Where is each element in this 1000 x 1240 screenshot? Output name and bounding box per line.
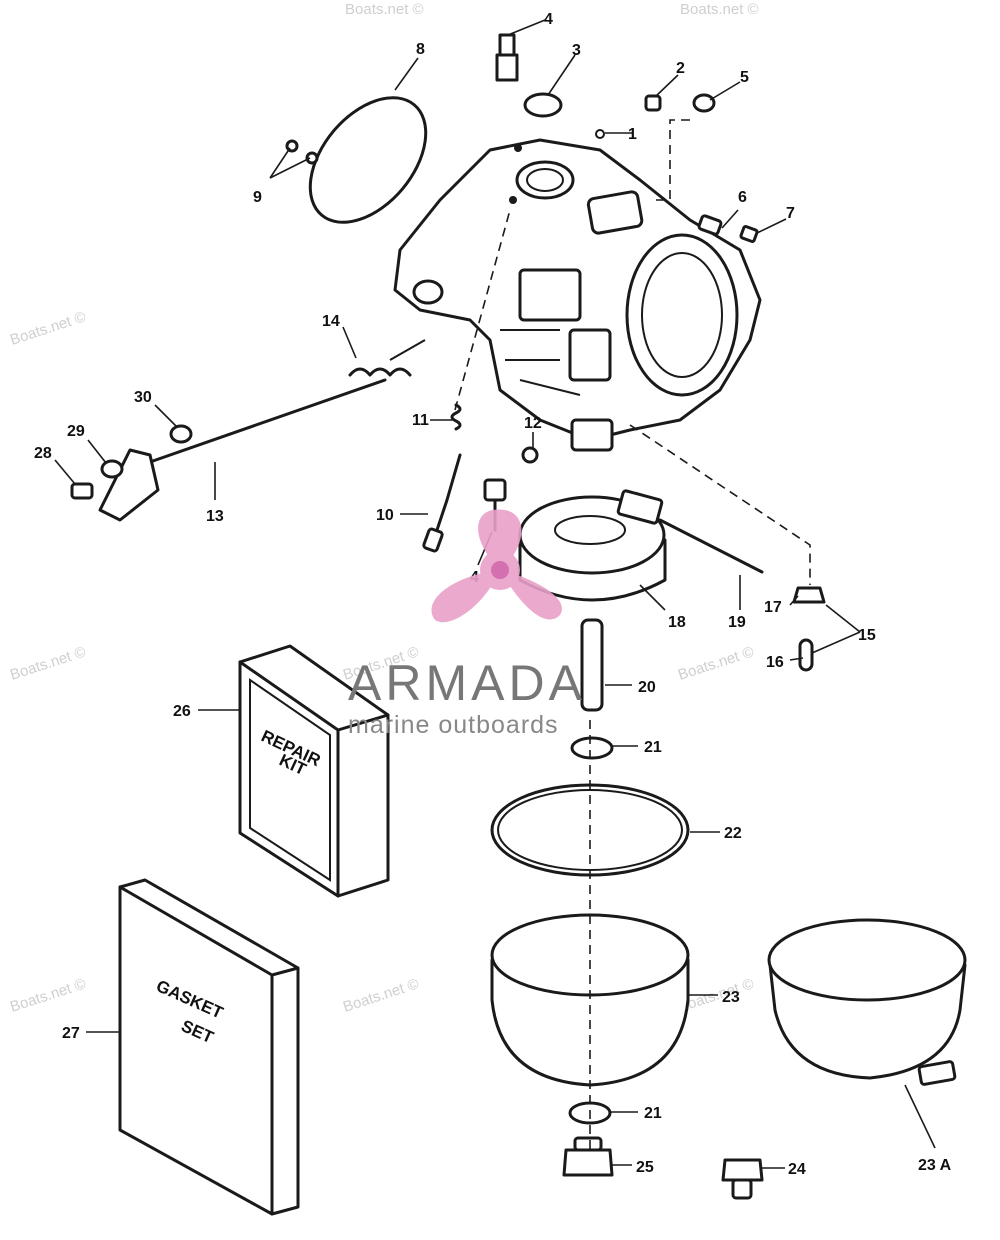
- part-18-float: [518, 489, 667, 602]
- callout-10: 10: [376, 507, 394, 524]
- part-21-washer: [570, 736, 614, 760]
- propeller-icon: [431, 509, 562, 623]
- callout-6: 6: [738, 189, 747, 206]
- part-8-cover-plate: [308, 96, 428, 224]
- callout-15: 15: [858, 627, 876, 644]
- callout-23: 23: [722, 989, 740, 1006]
- part-7-plug: [739, 225, 759, 243]
- callout-27: 27: [62, 1025, 80, 1042]
- carburetor-body: [393, 138, 762, 452]
- part-19-pin: [658, 518, 764, 574]
- callout-4: 4: [544, 11, 553, 28]
- part-12-screw: [521, 446, 539, 464]
- callout-24: 24: [788, 1161, 806, 1178]
- part-6-jet: [697, 214, 723, 236]
- callout-23a: 23 A: [918, 1157, 952, 1174]
- part-26-repair-kit: REPAIR KIT: [238, 644, 390, 898]
- part-30-nut: [169, 424, 193, 444]
- callout-2: 2: [676, 60, 685, 77]
- part-13-throttle-shaft: [98, 378, 387, 522]
- callout-3: 3: [572, 42, 581, 59]
- part-14-spring: [348, 339, 426, 377]
- callout-19: 19: [728, 614, 746, 631]
- part-29-nut: [100, 459, 124, 479]
- armada-logo: ARMADA marine outboards: [348, 509, 586, 739]
- watermark: Boats.net ©: [676, 643, 756, 683]
- part-23-float-bowl: [490, 913, 690, 1087]
- brand-name: ARMADA: [348, 655, 586, 711]
- part-3-welch-plug: [523, 92, 563, 118]
- callout-7: 7: [786, 205, 795, 222]
- callout-29: 29: [67, 423, 85, 440]
- callout-5: 5: [740, 69, 749, 86]
- leader-lines: [54, 19, 936, 1169]
- part-23a-float-bowl: [767, 918, 967, 1086]
- callout-26: 26: [173, 703, 191, 720]
- brand-tagline: marine outboards: [348, 711, 559, 739]
- callout-25: 25: [636, 1159, 654, 1176]
- callout-1: 1: [628, 126, 637, 143]
- watermark: Boats.net ©: [680, 1, 759, 18]
- callout-14: 14: [322, 313, 340, 330]
- part-27-gasket-set: GASKET SET: [118, 878, 300, 1216]
- callout-21: 21: [644, 739, 662, 756]
- part-24-drain-plug: [721, 1158, 764, 1200]
- callout-16: 16: [766, 654, 784, 671]
- part-25-plug: [562, 1136, 614, 1177]
- part-16-needle: [798, 638, 814, 672]
- watermark: Boats.net ©: [345, 1, 424, 18]
- part-17-seat: [792, 586, 826, 604]
- callout-21-lower: 21: [644, 1105, 662, 1122]
- watermark: Boats.net ©: [8, 308, 88, 348]
- callout-8: 8: [416, 41, 425, 58]
- part-5-clip: [692, 93, 716, 113]
- part-1-screw: [595, 129, 605, 139]
- part-20-main-jet: [580, 618, 604, 712]
- callout-12: 12: [524, 415, 542, 432]
- part-2-plug: [644, 94, 662, 112]
- callout-20: 20: [638, 679, 656, 696]
- watermark: Boats.net ©: [8, 643, 88, 683]
- callout-11: 11: [412, 412, 429, 429]
- callout-17: 17: [764, 599, 782, 616]
- part-11-spring: [450, 403, 462, 431]
- callout-13: 13: [206, 508, 224, 525]
- callout-30: 30: [134, 389, 152, 406]
- watermark: Boats.net ©: [8, 975, 88, 1015]
- part-4-fitting: [495, 33, 519, 82]
- callout-18: 18: [668, 614, 686, 631]
- callout-28: 28: [34, 445, 52, 462]
- watermark: Boats.net ©: [341, 975, 421, 1015]
- part-28-screw: [70, 482, 94, 500]
- assembly-lines: [454, 119, 811, 1150]
- callout-9: 9: [253, 189, 262, 206]
- callout-22: 22: [724, 825, 742, 842]
- part-9-screws: [285, 139, 319, 165]
